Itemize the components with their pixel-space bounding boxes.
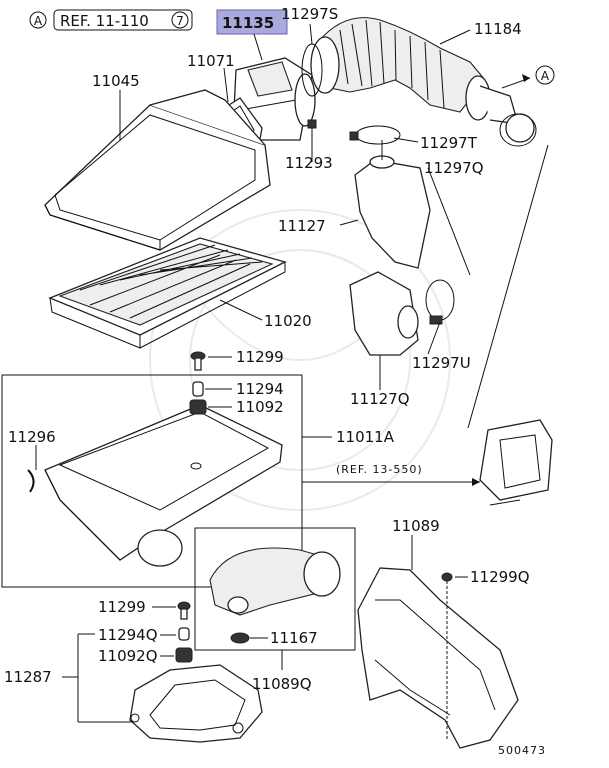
highlight-box [216, 9, 288, 35]
label-11089Q[interactable]: 11089Q [252, 675, 312, 693]
bolt-11299Q [441, 572, 453, 740]
label-11299-lower[interactable]: 11299 [98, 598, 146, 616]
label-11127[interactable]: 11127 [278, 217, 326, 235]
air-cleaner-case [44, 404, 283, 567]
part-11135-highlight[interactable]: 11135 [216, 9, 288, 35]
diagram-code: 500473 [498, 744, 546, 757]
label-11020[interactable]: 11020 [264, 312, 312, 330]
grommet-11092Q [175, 647, 193, 663]
air-cleaner-cover [44, 89, 271, 251]
filter-element [48, 237, 287, 349]
grommet-11294 [192, 381, 204, 397]
clamp-11297Q [499, 113, 537, 147]
label-ref-13-550[interactable]: (REF. 13-550) [336, 463, 423, 476]
label-11011A[interactable]: 11011A [336, 428, 395, 446]
label-11297U[interactable]: 11297U [412, 354, 471, 372]
part-11135-label: 11135 [222, 14, 274, 32]
clip-11296 [27, 469, 35, 493]
duct-11089Q-frame [194, 527, 356, 651]
bolt-11293 [307, 119, 317, 148]
label-11297T[interactable]: 11297T [420, 134, 478, 152]
ref-top-marker: A [34, 14, 43, 28]
label-11297Q[interactable]: 11297Q [424, 159, 484, 177]
label-11296[interactable]: 11296 [8, 428, 56, 446]
grommet-11294Q [178, 627, 190, 641]
label-11071[interactable]: 11071 [187, 52, 235, 70]
duct-11089Q [209, 547, 341, 616]
label-11299Q[interactable]: 11299Q [470, 568, 530, 586]
ref-top-circled: 7 [176, 14, 184, 28]
label-11287[interactable]: 11287 [4, 668, 52, 686]
label-11089[interactable]: 11089 [392, 517, 440, 535]
duct-11127Q [349, 271, 419, 356]
throttle-body [479, 419, 553, 506]
label-11294Q[interactable]: 11294Q [98, 626, 158, 644]
label-11293[interactable]: 11293 [285, 154, 333, 172]
label-11092Q[interactable]: 11092Q [98, 647, 158, 665]
clamp-11297T [349, 125, 401, 145]
part-11167 [230, 632, 250, 644]
label-11092[interactable]: 11092 [236, 398, 284, 416]
clamp-11297U [425, 279, 455, 325]
label-11299-upper[interactable]: 11299 [236, 348, 284, 366]
label-11184[interactable]: 11184 [474, 20, 522, 38]
part-labels: 11297S 11184 11071 11045 11297T 11293 11… [4, 5, 546, 757]
marker-right-text: A [541, 69, 550, 83]
intake-hose [310, 17, 535, 143]
resonator [354, 140, 431, 269]
bolt-11299-lower [177, 601, 191, 620]
ref-top-text: REF. 11-110 [60, 12, 149, 30]
label-11294[interactable]: 11294 [236, 380, 284, 398]
ref-top[interactable]: A REF. 11-110 7 [29, 9, 193, 31]
leader-lines [35, 23, 480, 723]
bracket-11287 [129, 664, 263, 743]
label-11127Q[interactable]: 11127Q [350, 390, 410, 408]
grommet-11092 [189, 399, 207, 415]
bolt-11299-upper [190, 351, 206, 371]
label-11297S[interactable]: 11297S [281, 5, 338, 23]
marker-right[interactable]: A [501, 65, 555, 89]
intake-duct-11089 [357, 567, 519, 749]
label-11167[interactable]: 11167 [270, 629, 318, 647]
label-11045[interactable]: 11045 [92, 72, 140, 90]
housing-frame [1, 374, 303, 588]
